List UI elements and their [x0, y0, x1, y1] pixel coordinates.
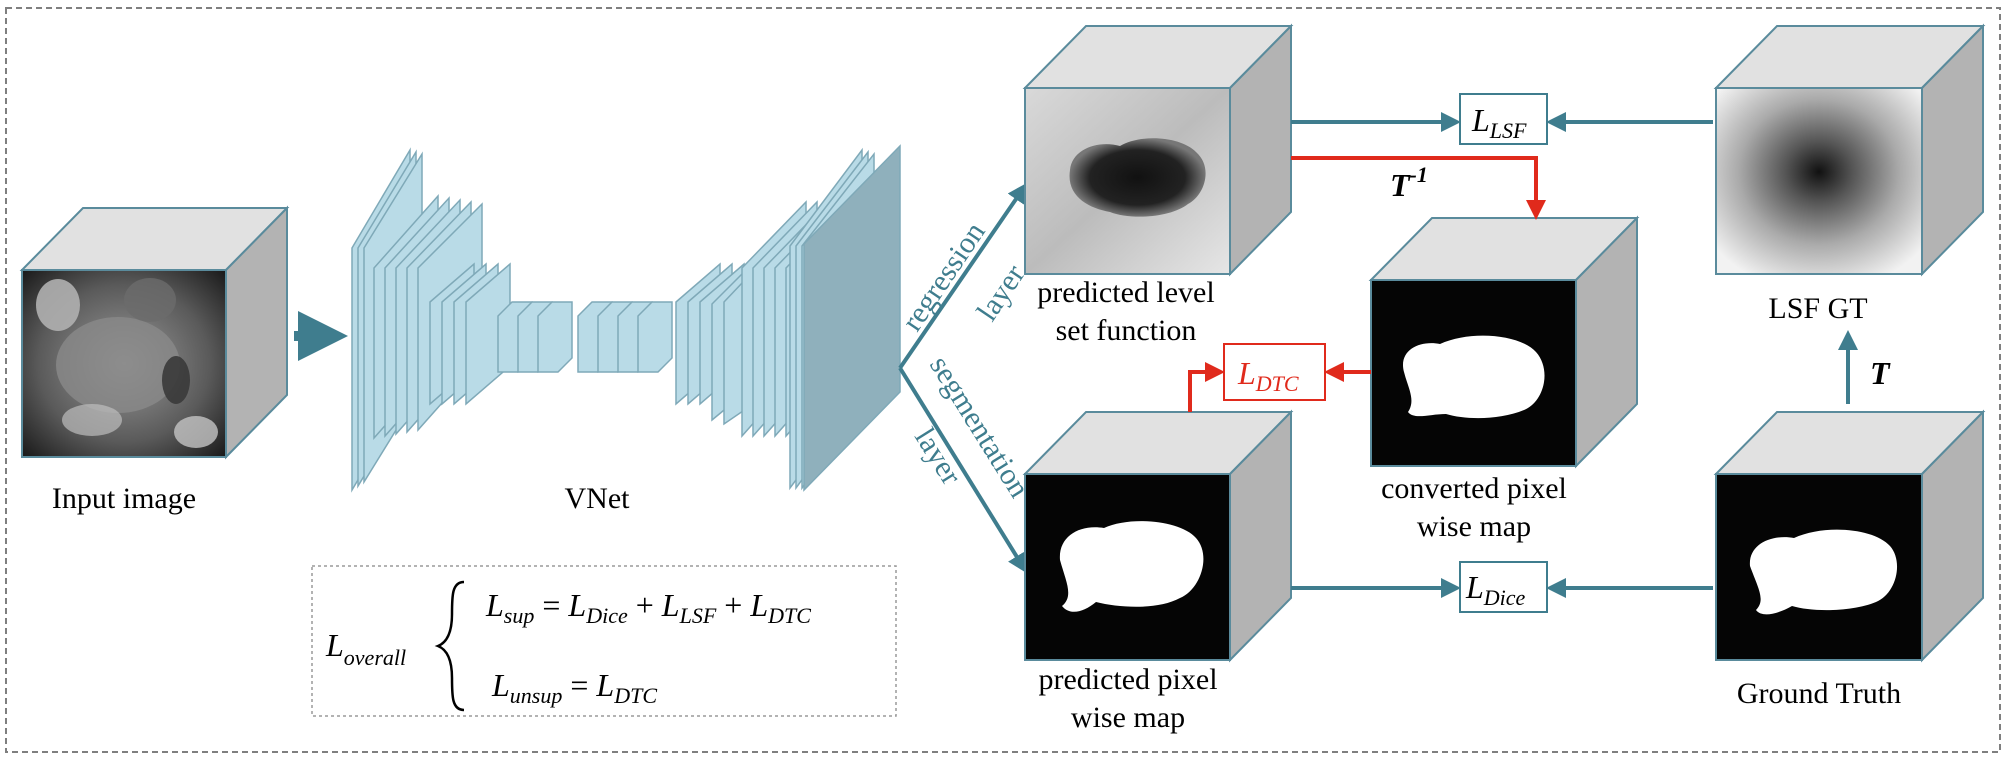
predicted-lsf-label-1: predicted level [1037, 276, 1214, 309]
t-inverse-sup: -1 [1410, 162, 1428, 187]
loss-dtc-base: L [1237, 355, 1256, 391]
ground-truth-label: Ground Truth [1737, 677, 1901, 710]
formula-brace [434, 580, 465, 712]
f2-L2: L [595, 667, 614, 703]
f1-dice: Dice [585, 603, 628, 628]
f1-sup: sup [504, 603, 535, 628]
predicted-pixel-label-1: predicted pixel [1038, 663, 1217, 696]
svg-text:LLSF: LLSF [1471, 102, 1527, 143]
f1-plus1: + [628, 587, 662, 623]
f2-unsup: unsup [510, 683, 563, 708]
formula-overall: Loverall [325, 627, 406, 670]
vnet-enc-3 [429, 262, 511, 406]
vnet-blocks [351, 144, 901, 493]
f1-L2: L [567, 587, 586, 623]
svg-text:LDTC: LDTC [1237, 355, 1299, 396]
regression-label: regression [895, 216, 991, 337]
input-image-label: Input image [52, 482, 196, 515]
loss-dtc-sub: DTC [1255, 371, 1299, 396]
loss-dice-box: LDice [1459, 561, 1548, 613]
predicted-lsf-label-2: set function [1056, 314, 1197, 347]
f1-plus2: + [716, 587, 750, 623]
pred-pix-to-ldtc-arrow [1188, 362, 1225, 412]
f1-L4: L [749, 587, 768, 623]
t-inverse-arrow [1291, 156, 1546, 220]
loss-lsf-box: LLSF [1459, 93, 1548, 145]
vnet-enc-4 [497, 301, 573, 373]
input-image-cube [19, 205, 290, 460]
predicted-pixel-cube [1022, 409, 1294, 663]
loss-dtc-box: LDTC [1223, 343, 1326, 401]
outer-frame [5, 7, 2001, 753]
f1-dtc: DTC [767, 603, 811, 628]
f2-L: L [491, 667, 510, 703]
vnet-bottleneck [577, 301, 673, 373]
segmentation-arrow [898, 366, 1028, 574]
vnet-output [803, 144, 901, 492]
t-inverse-label: T-1 [1390, 162, 1428, 203]
lsf-gt-cube [1713, 23, 1986, 277]
predicted-pixel-label-2: wise map [1071, 701, 1185, 734]
loss-lsf-sub: LSF [1489, 118, 1527, 143]
regression-layer-label: layer [970, 259, 1031, 327]
segmentation-layer-label: layer [908, 422, 968, 490]
formula-line-1: Lsup = LDice + LLSF + LDTC [485, 587, 811, 628]
formula-box: Loverall Lsup = LDice + LLSF + LDTC Luns… [311, 565, 897, 717]
t-label: T [1870, 355, 1891, 391]
converted-pixel-label-1: converted pixel [1381, 472, 1567, 505]
converted-pixel-label-2: wise map [1417, 510, 1531, 543]
loss-dice-sub: Dice [1483, 585, 1526, 610]
f1-lsf: LSF [679, 603, 717, 628]
predicted-lsf-cube [1022, 23, 1294, 277]
ground-truth-cube [1713, 409, 1986, 663]
f1-eq: = [534, 587, 568, 623]
lsf-gt-label: LSF GT [1768, 292, 1867, 325]
t-inverse-base: T [1390, 167, 1411, 203]
formula-overall-base: L [325, 627, 344, 663]
regression-arrow [898, 182, 1028, 370]
svg-text:LDice: LDice [1465, 569, 1526, 610]
f1-L: L [485, 587, 504, 623]
formula-overall-sub: overall [344, 645, 406, 670]
vnet-label: VNet [565, 482, 631, 515]
f2-dtc: DTC [613, 683, 657, 708]
loss-dice-base: L [1465, 569, 1484, 605]
loss-lsf-base: L [1471, 102, 1490, 138]
formula-line-2: Lunsup = LDTC [491, 667, 657, 708]
f1-L3: L [661, 587, 680, 623]
converted-pixel-cube [1368, 215, 1640, 469]
f2-eq: = [562, 667, 596, 703]
